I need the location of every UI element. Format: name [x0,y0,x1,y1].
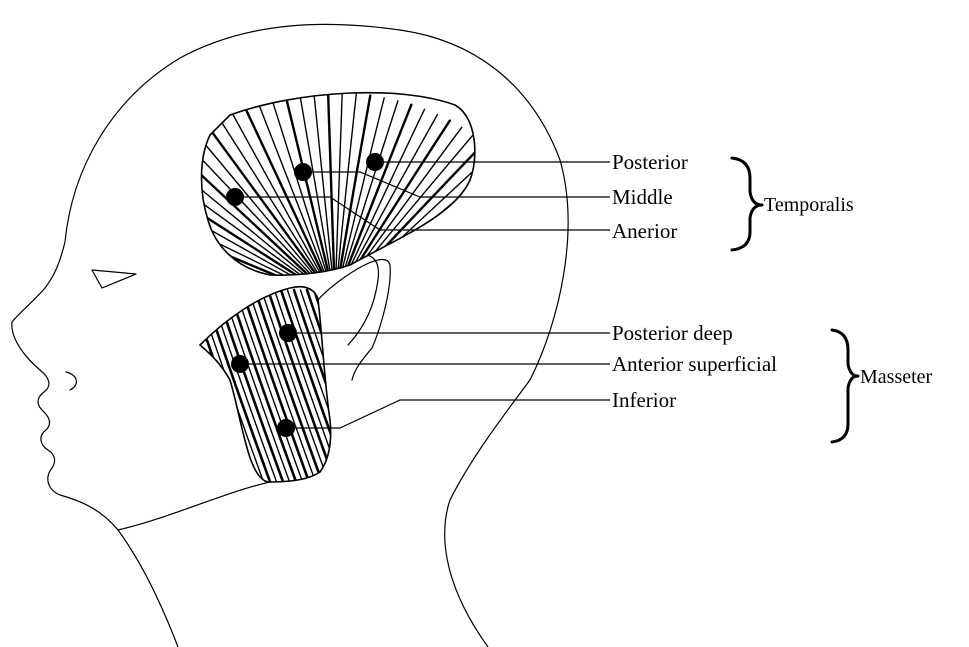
temporalis-brace [732,158,762,250]
label-masseter-posterior-deep: Posterior deep [612,321,733,345]
eye [92,270,136,288]
electrode-temporalis-anterior [226,188,244,206]
label-masseter-inferior: Inferior [612,388,676,412]
masseter-fiber [320,290,390,490]
masseter-fiber [327,290,397,490]
label-temporalis-middle: Middle [612,185,673,209]
masseter-fiber [346,290,416,490]
leader-masseter-inferior [286,400,610,428]
ear-outline [318,260,390,380]
temporalis-fiber [335,249,558,300]
masseter-fiber [340,290,410,490]
electrode-masseter-anterior-superficial [231,355,249,373]
label-temporalis-posterior: Posterior [612,150,688,174]
electrode-masseter-inferior [277,419,295,437]
temporalis-fiber [335,261,561,300]
electrode-masseter-posterior-deep [279,324,297,342]
nostril [66,372,76,390]
label-temporalis-anterior: Anerior [612,219,677,243]
electrode-temporalis-middle [294,163,312,181]
masseter-brace [832,330,858,442]
label-temporalis-group: Temporalis [764,194,854,216]
cheek-line [118,482,270,530]
electrode-temporalis-posterior [366,153,384,171]
label-masseter-anterior-superficial: Anterior superficial [612,352,777,376]
masseter-fiber [333,290,403,490]
label-masseter-group: Masseter [860,366,933,388]
